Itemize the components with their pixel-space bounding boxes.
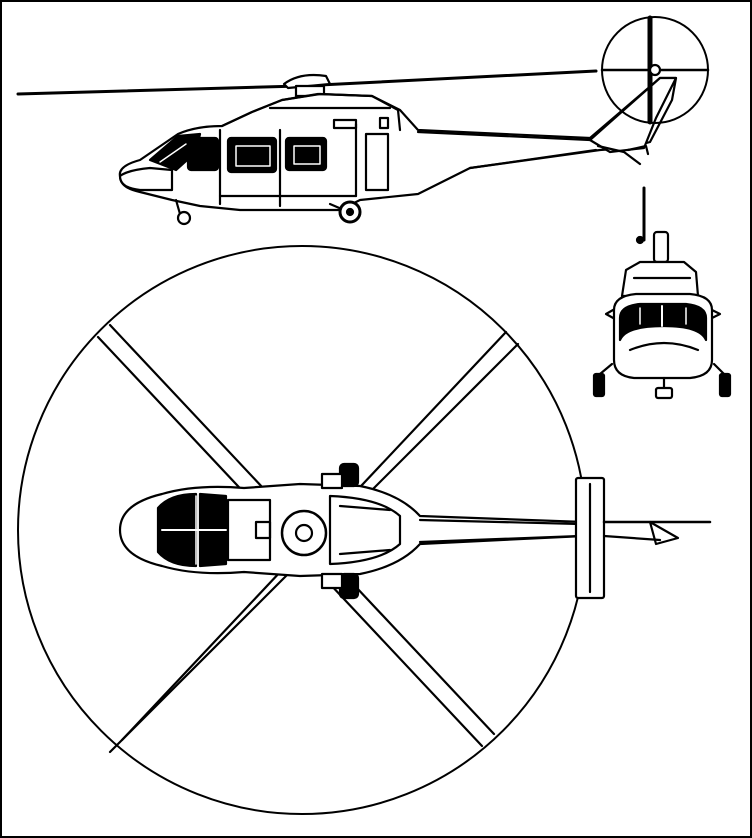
front-view [592, 186, 732, 400]
side-rotor-hub [282, 73, 332, 90]
front-rotor-head [652, 230, 670, 264]
front-left-gear-strut [598, 362, 614, 376]
side-engine-cowling [220, 92, 402, 132]
side-tail-fin [588, 76, 678, 154]
side-tailboom-lower [468, 148, 598, 170]
side-cabin-window-1-frame [235, 145, 271, 167]
side-cockpit-door-window [186, 136, 220, 172]
side-baggage-door [364, 132, 390, 192]
side-nose-wheel [176, 210, 192, 226]
side-main-wheel-hub [345, 207, 355, 217]
top-tail-end [602, 534, 662, 542]
side-tail-bumper [626, 144, 650, 156]
front-left-wheel [592, 372, 606, 398]
top-roof-hatch [254, 520, 272, 540]
front-nose-line [628, 341, 700, 352]
top-sponson-right [320, 572, 344, 590]
side-tailboom-upper [416, 130, 592, 142]
front-right-wheel [718, 372, 732, 398]
side-nose [118, 166, 174, 192]
front-nose-wheel [654, 386, 674, 400]
front-antenna-tip [635, 235, 645, 245]
top-cowling-lines [338, 504, 392, 556]
top-rotor-hub-center [294, 523, 314, 543]
top-engine-cowling [328, 494, 402, 566]
side-tail-rotor-hub [648, 63, 662, 77]
side-windscreen-frame [159, 143, 187, 163]
side-cabin-window-1 [226, 136, 278, 174]
side-fuselage-outline [118, 76, 678, 212]
top-tail-rotor-gearbox [648, 520, 680, 546]
side-cabin-window-2-frame [293, 145, 321, 165]
front-right-gear-strut [712, 362, 726, 376]
top-tailboom [418, 518, 582, 544]
side-view [16, 15, 710, 226]
side-cowl-hatch [378, 116, 390, 130]
top-cabin-roof [226, 498, 272, 562]
top-sponson-left [320, 472, 344, 490]
top-rotor-hub [280, 509, 328, 557]
side-nose-gear-strut [174, 198, 182, 216]
top-view [17, 245, 712, 815]
side-tail-skid [596, 144, 642, 166]
